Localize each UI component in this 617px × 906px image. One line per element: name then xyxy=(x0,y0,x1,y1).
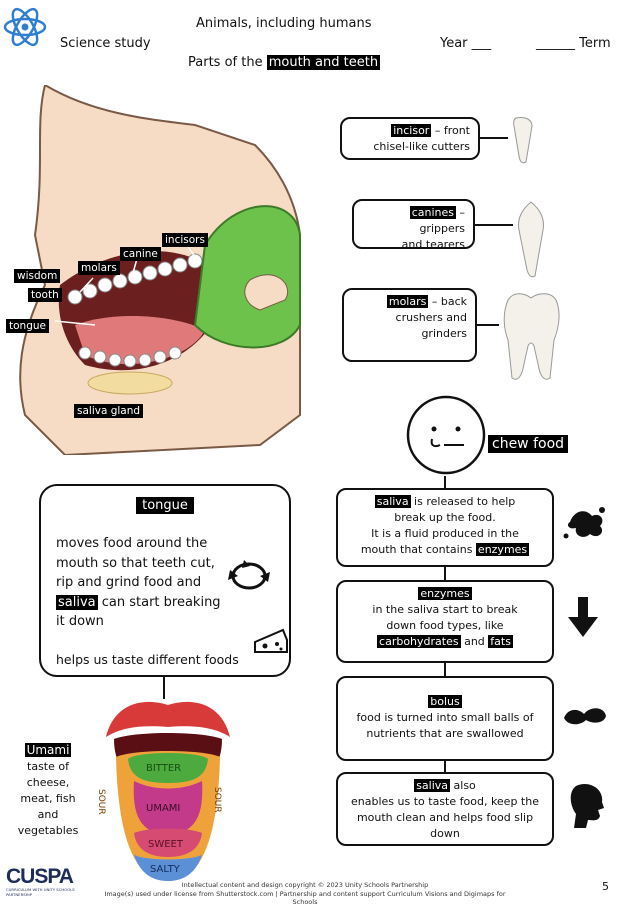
tongue-line-3: rip and grind food and xyxy=(56,575,202,590)
taste-sweet: SWEET xyxy=(148,839,183,850)
umami-line-3: meat, fish xyxy=(20,792,76,806)
umami-line-2: cheese, xyxy=(26,776,70,790)
label-canine: canine xyxy=(120,247,161,261)
tongue-line-2: mouth so that teeth cut, xyxy=(56,555,215,571)
molars-desc: – back xyxy=(431,295,467,308)
tongue-box-title: tongue xyxy=(136,497,194,514)
canines-desc-2: and tearers xyxy=(401,237,465,251)
saliva-also-text-1: enables us to taste food, keep the xyxy=(351,794,539,808)
saliva-text-4: mouth that contains xyxy=(360,542,476,556)
head-eating-icon xyxy=(570,782,608,834)
tongue-info-box: tongue moves food around the mouth so th… xyxy=(39,484,291,677)
enzymes-text-2: down food types, like xyxy=(386,618,504,632)
title-highlight: mouth and teeth xyxy=(266,55,381,70)
and-text: and xyxy=(460,634,489,648)
canines-desc: – grippers xyxy=(419,206,465,235)
canines-box: canines – grippers and tearers xyxy=(352,199,475,251)
molar-tooth-icon xyxy=(500,290,562,386)
bolus-step-box: bolus food is turned into small balls of… xyxy=(336,676,554,761)
tongue-saliva-hl: saliva xyxy=(56,594,98,610)
down-arrow-icon xyxy=(566,595,600,643)
enzymes-step-box: enzymes in the saliva start to break dow… xyxy=(336,580,554,663)
tongue-taste-diagram: BITTER SOUR SOUR UMAMI SWEET SALTY xyxy=(96,697,232,883)
enzymes-hl: enzymes xyxy=(475,542,530,556)
swallow-icon xyxy=(562,700,608,732)
saliva-step-box: saliva is released to help break up the … xyxy=(336,488,554,567)
enzymes-text-1: in the saliva start to break xyxy=(372,602,518,616)
cuspa-logo-subtext: CURRICULUM WITH UNITY SCHOOLS PARTNERSHI… xyxy=(6,887,75,897)
saliva-also-step-box: saliva also enables us to taste food, ke… xyxy=(336,772,554,846)
tongue-line-1: moves food around the xyxy=(56,536,208,551)
tongue-line-5: it down xyxy=(56,614,104,629)
fats-hl: fats xyxy=(488,634,513,648)
saliva-also-hl: saliva xyxy=(414,779,451,792)
title-prefix: Parts of the xyxy=(188,55,263,70)
incisor-desc-2: chisel-like cutters xyxy=(373,139,470,153)
incisor-name: incisor xyxy=(391,124,432,137)
label-wisdom: wisdom xyxy=(14,269,61,283)
saliva-text-2: break up the food. xyxy=(394,510,496,524)
copyright-line-1: Intellectual content and design copyrigh… xyxy=(181,881,429,889)
chew-food-label: chew food xyxy=(488,435,569,453)
tongue-line-4: can start breaking xyxy=(97,594,221,610)
incisor-box: incisor – front chisel-like cutters xyxy=(340,117,480,160)
molars-box: molars – back crushers and grinders xyxy=(342,288,477,362)
page-title: Parts of the mouth and teeth xyxy=(188,55,381,70)
label-tooth: tooth xyxy=(28,288,62,302)
label-incisors: incisors xyxy=(162,233,208,247)
carbohydrates-hl: carbohydrates xyxy=(377,634,461,648)
subject-label: Science study xyxy=(60,36,151,51)
taste-sour-left: SOUR xyxy=(96,789,106,815)
saliva-also-text-3: down xyxy=(430,826,460,840)
canine-tooth-icon xyxy=(515,200,547,284)
page-number: 5 xyxy=(602,880,609,893)
splash-icon xyxy=(562,502,608,546)
topic-label: Animals, including humans xyxy=(196,16,372,31)
rotate-arrows-icon xyxy=(226,556,272,600)
incisor-tooth-icon xyxy=(510,116,536,170)
saliva-hl: saliva xyxy=(374,495,411,508)
incisor-desc: – front xyxy=(434,124,470,137)
saliva-also-text-2: mouth clean and helps food slip xyxy=(356,810,534,824)
term-field: ______ Term xyxy=(536,36,611,51)
label-saliva-gland: saliva gland xyxy=(74,404,144,418)
taste-sour-right: SOUR xyxy=(212,787,222,813)
bolus-title: bolus xyxy=(428,695,462,708)
label-molars: molars xyxy=(78,261,120,275)
copyright-line-2: Image(s) used under license from Shutter… xyxy=(104,890,506,906)
tongue-line-6: helps us taste different foods xyxy=(56,652,239,667)
umami-line-4: and xyxy=(37,808,59,822)
chewing-face-icon xyxy=(406,395,486,481)
bolus-text-1: food is turned into small balls of xyxy=(356,710,534,724)
cuspa-logo-text: CUSPA xyxy=(6,865,74,888)
umami-title: Umami xyxy=(24,743,72,757)
umami-note: Umami taste of cheese, meat, fish and ve… xyxy=(10,742,86,839)
year-field: Year ___ xyxy=(440,36,492,51)
molars-name: molars xyxy=(386,295,429,308)
enzymes-title: enzymes xyxy=(418,587,472,600)
taste-umami: UMAMI xyxy=(146,803,181,814)
atom-logo-icon xyxy=(2,4,48,50)
saliva-text-1: is released to help xyxy=(410,495,516,508)
also-text: also xyxy=(450,779,476,792)
taste-salty: SALTY xyxy=(150,864,180,875)
umami-line-5: vegetables xyxy=(17,824,79,838)
cheese-icon xyxy=(253,628,289,662)
cuspa-logo: CUSPA CURRICULUM WITH UNITY SCHOOLS PART… xyxy=(6,866,98,897)
label-tongue: tongue xyxy=(6,319,49,333)
molars-desc-2: crushers and xyxy=(395,310,467,324)
taste-bitter: BITTER xyxy=(146,763,182,774)
molars-desc-3: grinders xyxy=(421,326,467,340)
bolus-text-2: nutrients that are swallowed xyxy=(366,726,524,740)
canines-name: canines xyxy=(409,206,456,219)
umami-line-1: taste of xyxy=(27,760,69,774)
mouth-illustration xyxy=(5,83,305,457)
saliva-text-3: It is a fluid produced in the xyxy=(371,526,519,540)
